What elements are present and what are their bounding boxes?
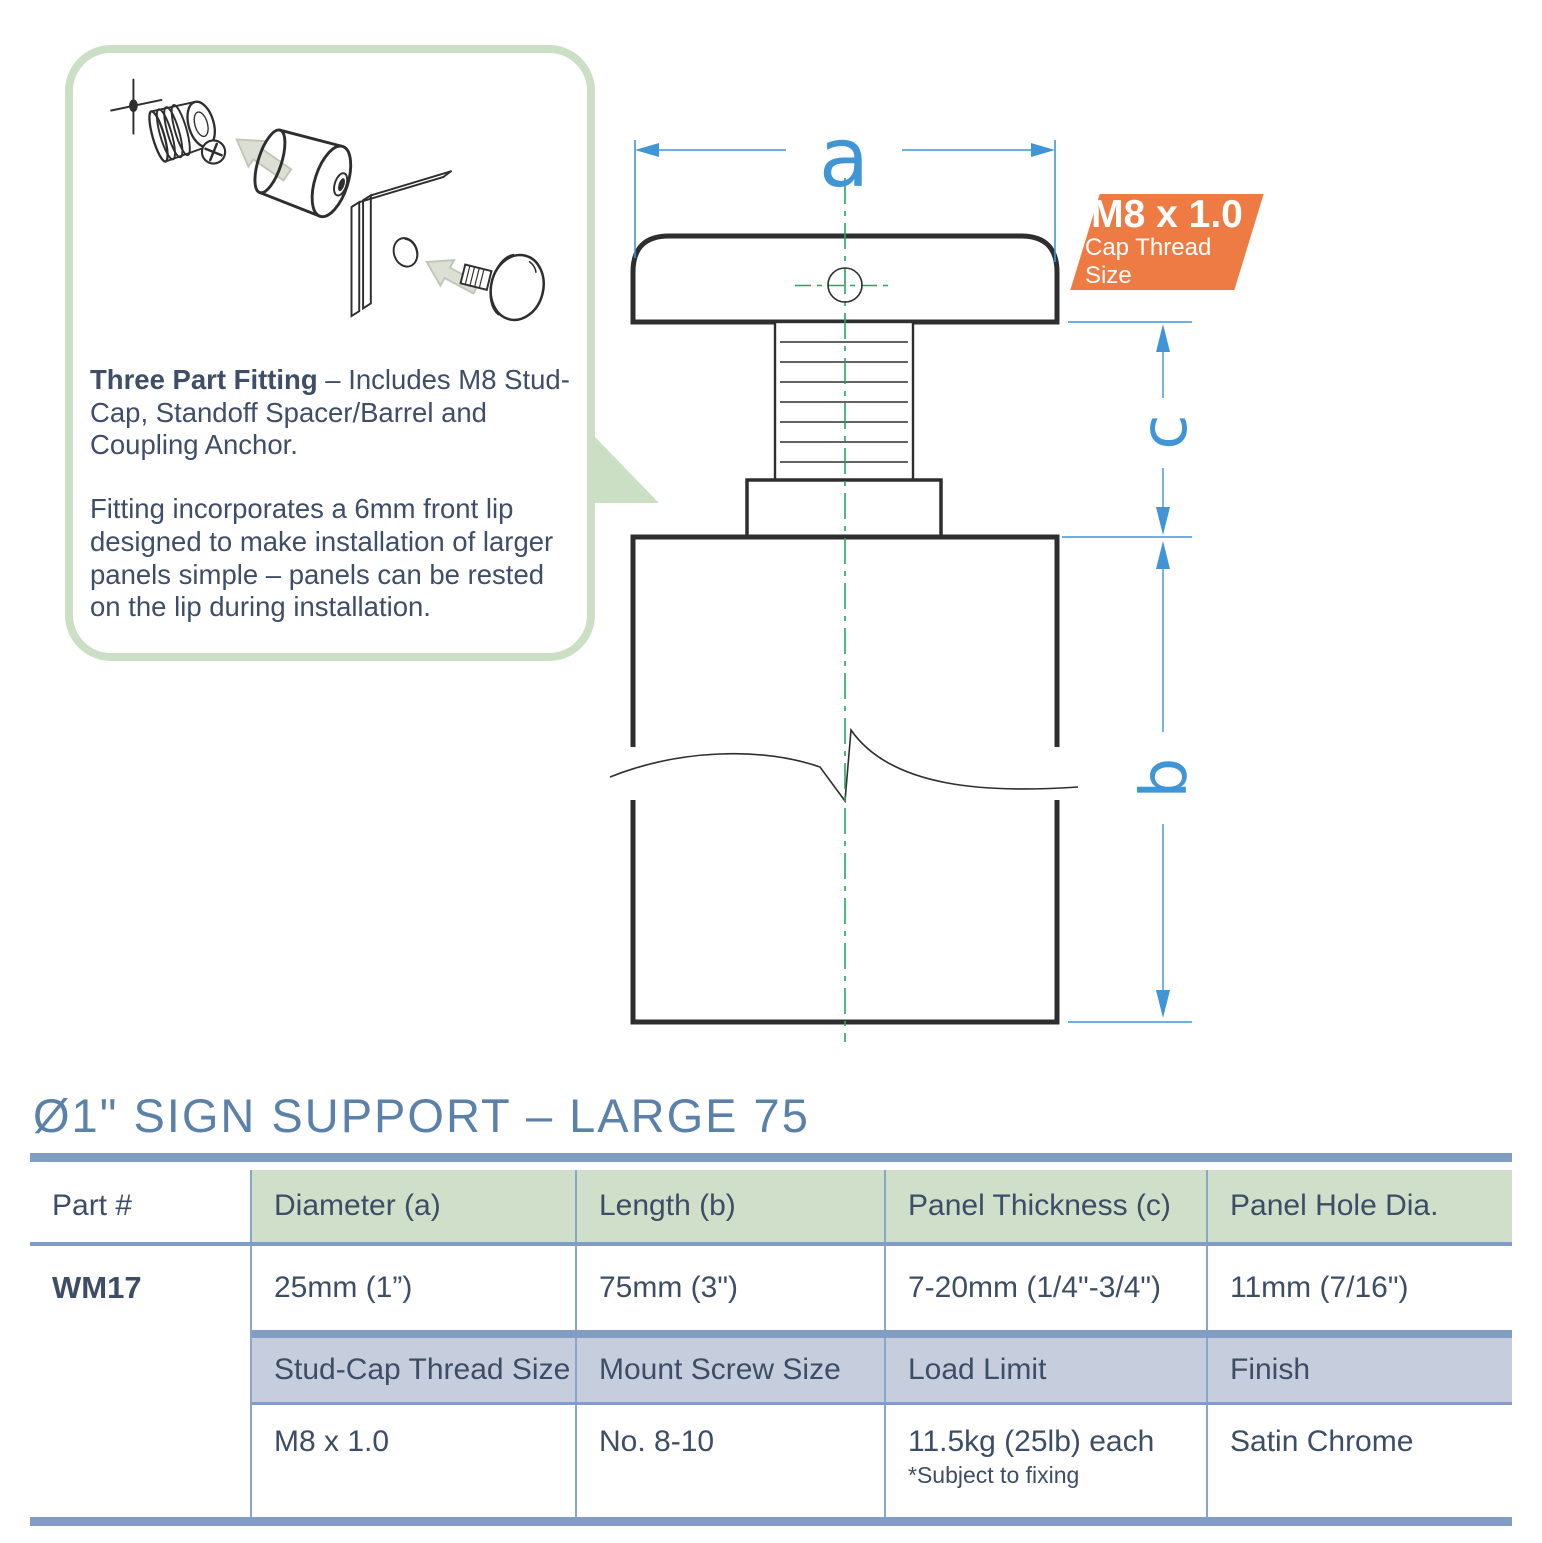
header-panel-hole-dia: Panel Hole Dia.: [1206, 1170, 1512, 1242]
table-divider-1: [30, 1242, 1512, 1246]
assembly-arrow-left: [235, 138, 293, 182]
panel-hole-disc: [392, 237, 419, 268]
dim-label-a: a: [819, 111, 869, 206]
callout-tail: [595, 437, 659, 503]
header-panel-thickness: Panel Thickness (c): [884, 1170, 1206, 1242]
page-title: Ø1" SIGN SUPPORT – LARGE 75: [33, 1089, 810, 1142]
value-finish: Satin Chrome: [1206, 1405, 1512, 1517]
standoff-barrel: [253, 128, 353, 219]
header-load-limit: Load Limit: [884, 1338, 1206, 1402]
load-limit-value: 11.5kg (25lb) each: [908, 1425, 1155, 1458]
value-stud-cap-thread: M8 x 1.0: [250, 1405, 575, 1517]
value-panel-thickness: 7-20mm (1/4"-3/4"): [884, 1246, 1206, 1330]
value-panel-hole-dia: 11mm (7/16"): [1206, 1246, 1512, 1330]
break-line: [609, 727, 1079, 804]
table-value-row-1: WM17 25mm (1”) 75mm (3") 7-20mm (1/4"-3/…: [30, 1246, 1512, 1330]
table-header-row-1: Part # Diameter (a) Length (b) Panel Thi…: [30, 1170, 1512, 1242]
threaded-shaft: [773, 320, 915, 482]
table-bar-row: [30, 1330, 1512, 1338]
callout-heading: Three Part Fitting: [90, 364, 318, 395]
datum-crosshair-icon: [110, 78, 163, 135]
coupling-anchor: [148, 100, 216, 163]
three-part-fitting-callout: Three Part Fitting – Includes M8 Stud-Ca…: [65, 45, 595, 661]
value-part-number: WM17: [30, 1246, 250, 1330]
panel-edge: [350, 170, 452, 318]
header-part: Part #: [30, 1170, 250, 1242]
collar: [745, 478, 943, 539]
load-limit-footnote: *Subject to fixing: [908, 1462, 1080, 1488]
dimension-c: [1062, 321, 1192, 538]
value-load-limit: 11.5kg (25lb) each *Subject to fixing: [884, 1405, 1206, 1517]
table-bottom-bar: [30, 1517, 1512, 1526]
phillips-screw-head: [200, 139, 227, 165]
cap-center-hole: [827, 267, 863, 303]
header-mount-screw: Mount Screw Size: [575, 1338, 884, 1402]
thread-lines: [780, 341, 908, 463]
stud-cap-screw: [459, 253, 545, 322]
badge-thread-size: M8 x 1.0: [1091, 192, 1243, 236]
value-mount-screw: No. 8-10: [575, 1405, 884, 1517]
header-stud-cap-thread: Stud-Cap Thread Size: [250, 1338, 575, 1402]
callout-paragraph: Fitting incorporates a 6mm front lip des…: [90, 493, 554, 623]
callout-heading-rest: – Includes M8 Stud-Cap, Standoff Spacer/…: [90, 364, 570, 461]
dimension-b: [1068, 541, 1192, 1023]
value-length: 75mm (3"): [575, 1246, 884, 1330]
cap-thread-badge: M8 x 1.0 Cap Thread Size: [1085, 194, 1249, 290]
dimension-a: [634, 140, 1056, 262]
spec-table: Part # Diameter (a) Length (b) Panel Thi…: [30, 1153, 1512, 1526]
badge-caption: Cap Thread Size: [1085, 233, 1212, 289]
callout-text: Three Part Fitting – Includes M8 Stud-Ca…: [90, 364, 570, 624]
table-value-row-2: M8 x 1.0 No. 8-10 11.5kg (25lb) each *Su…: [30, 1405, 1512, 1517]
technical-drawing: a c b: [609, 111, 1202, 1042]
header-finish: Finish: [1206, 1338, 1512, 1402]
table-header-row-2: Stud-Cap Thread Size Mount Screw Size Lo…: [30, 1338, 1512, 1402]
header-diameter: Diameter (a): [250, 1170, 575, 1242]
header-length: Length (b): [575, 1170, 884, 1242]
exploded-view-diagram: [110, 78, 545, 322]
dim-label-b: b: [1128, 758, 1202, 799]
value-diameter: 25mm (1”): [250, 1246, 575, 1330]
table-top-bar: [30, 1153, 1512, 1162]
table-divider-2: [30, 1402, 1512, 1405]
dim-label-c: c: [1128, 414, 1202, 449]
